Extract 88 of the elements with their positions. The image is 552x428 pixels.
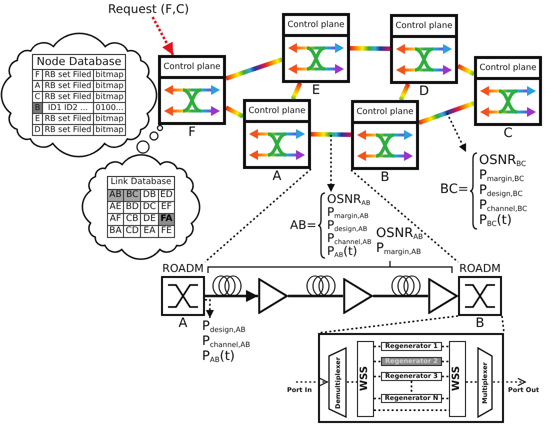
control-plane-label: Control plane xyxy=(246,102,308,123)
table-cell: BA xyxy=(107,225,124,238)
parameter-text: OSNR$_{BC}$ xyxy=(479,153,526,168)
dotted-line xyxy=(466,381,477,383)
dashed-arrow xyxy=(205,299,214,318)
amplifier-symbol xyxy=(258,278,288,314)
parameter-text: P$_{channel,BC}$ xyxy=(479,198,528,213)
dotted-line xyxy=(374,346,381,348)
roadm-title: ROADM xyxy=(162,262,204,275)
request-label: Request (F,C) xyxy=(108,2,190,17)
node-letter: C xyxy=(503,127,513,141)
optical-link xyxy=(225,57,283,81)
table-cell: DE xyxy=(140,213,158,226)
parameter-text: P$_{AB}$(t) xyxy=(327,245,358,258)
node-letter: B xyxy=(380,171,390,185)
control-plane-label: Control plane xyxy=(393,17,455,38)
dashed-arrow xyxy=(151,16,174,56)
optical-link xyxy=(457,64,475,76)
optical-link xyxy=(310,132,352,137)
node-letter: B xyxy=(476,317,484,331)
parameter-text: P$_{design,BC}$ xyxy=(479,183,523,198)
parameter-text: P$_{design,AB}$ xyxy=(327,219,368,232)
dotted-line xyxy=(347,381,357,383)
equation-label: BC= xyxy=(440,182,469,198)
table-cell: DB xyxy=(140,189,158,202)
control-plane-label: Control plane xyxy=(354,103,416,124)
dotted-line xyxy=(350,169,459,263)
dotted-line xyxy=(442,346,449,348)
dashed-arrow xyxy=(493,378,526,386)
parameter-text: P$_{AB}$(t) xyxy=(202,349,235,364)
dotted-line xyxy=(442,360,449,362)
wss-block: WSS xyxy=(449,341,466,417)
roadm-detail-panel xyxy=(318,333,504,423)
table-cell: CB xyxy=(124,213,141,226)
table-cell: BD xyxy=(124,201,141,214)
control-plane-label: Control plane xyxy=(161,58,223,79)
dotted-line xyxy=(374,376,381,378)
table-cell: DC xyxy=(140,201,158,214)
dotted-line xyxy=(374,360,381,362)
dotted-line xyxy=(501,316,505,334)
control-plane-label: Control plane xyxy=(477,59,539,80)
dashed-arrow xyxy=(446,112,467,152)
dotted-line xyxy=(374,409,449,411)
wss-block: WSS xyxy=(357,341,374,417)
fiber-line xyxy=(373,294,428,298)
fiber-arrow xyxy=(205,290,258,302)
node-letter: A xyxy=(178,317,188,331)
dotted-line xyxy=(204,168,312,263)
parameter-text: P$_{margin,AB}$ xyxy=(327,206,369,219)
parameter-text: OSNR$_{AB}$ xyxy=(376,226,424,241)
node-letter: E xyxy=(312,84,320,98)
dashed-arrow xyxy=(327,135,335,192)
table-cell: EF xyxy=(158,201,175,214)
roadm-title: ROADM xyxy=(459,262,501,275)
dashed-arrow xyxy=(296,378,328,386)
table-cell: AF xyxy=(107,213,124,226)
table-cell: ED xyxy=(158,189,175,202)
parameter-text: P$_{channel,AB}$ xyxy=(202,334,250,349)
node-letter: F xyxy=(188,126,196,140)
equation-label: AB= xyxy=(290,216,316,232)
parameter-text: P$_{margin,BC}$ xyxy=(479,168,524,183)
parameter-text: P$_{design,AB}$ xyxy=(202,319,246,334)
parameter-text: P$_{BC}$(t) xyxy=(479,213,512,228)
table-cell: FE xyxy=(158,225,175,238)
node-letter: D xyxy=(419,85,429,99)
table-cell: CD xyxy=(124,225,141,238)
optical-link xyxy=(224,106,244,118)
dotted-line xyxy=(442,398,449,400)
dotted-line xyxy=(442,376,449,378)
parameter-text: OSNR$_{AB}$ xyxy=(327,193,370,206)
table-cell: EA xyxy=(140,225,158,238)
amplifier-symbol xyxy=(428,278,458,314)
table-cell: AE xyxy=(107,201,124,214)
dotted-line xyxy=(318,315,458,334)
parameter-text: P$_{margin,AB}$ xyxy=(376,241,422,256)
optical-link xyxy=(398,83,410,101)
optical-link xyxy=(290,82,302,100)
dotted-line xyxy=(374,398,381,400)
node-letter: A xyxy=(272,170,282,184)
parameter-text: P$_{channel,AB}$ xyxy=(327,232,372,245)
dotted-line xyxy=(410,381,412,394)
table-title: Link Database xyxy=(107,176,175,190)
fiber-line xyxy=(288,294,343,298)
table-cell: AB xyxy=(107,189,124,202)
control-plane-label: Control plane xyxy=(285,16,347,37)
optical-link xyxy=(418,101,475,125)
optical-link xyxy=(350,46,390,51)
amplifier-symbol xyxy=(343,278,373,314)
